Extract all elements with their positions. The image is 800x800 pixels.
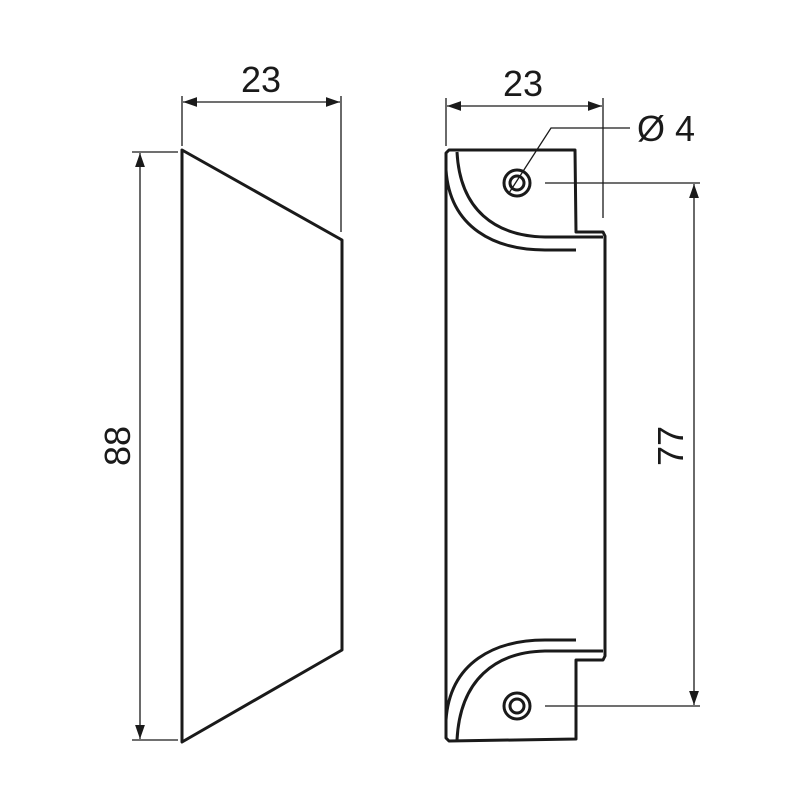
side-height-label: 88 (97, 426, 138, 466)
side-width-label: 23 (241, 59, 281, 100)
hole-diameter-label: Ø 4 (637, 108, 695, 149)
top-curve-outer (455, 151, 603, 239)
bottom-hole (502, 691, 532, 721)
top-hole (502, 168, 532, 198)
front-outline (444, 148, 607, 743)
bottom-curve-inner (444, 638, 576, 721)
side-profile (180, 148, 344, 744)
front-view: 23 Ø 4 77 (444, 63, 700, 743)
hole-spacing-label: 77 (650, 426, 691, 466)
bottom-curve-outer (455, 649, 603, 741)
top-curve-inner (444, 169, 576, 252)
side-view: 23 88 (97, 59, 344, 744)
front-width-label: 23 (503, 63, 543, 104)
diameter-leader (508, 127, 630, 194)
